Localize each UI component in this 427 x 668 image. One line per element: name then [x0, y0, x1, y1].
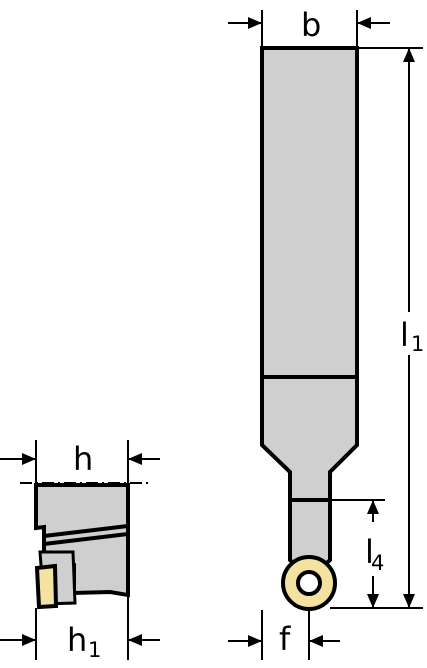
shank-side-view [260, 46, 359, 611]
insert-hole [296, 570, 322, 596]
dimensions [0, 10, 423, 660]
label-l4-sub: 4 [371, 551, 384, 575]
label-f: f [279, 620, 291, 658]
label-l1-main: l [400, 316, 409, 354]
front-view [20, 482, 150, 610]
label-h: h [73, 440, 93, 478]
front-insert [34, 563, 59, 610]
label-h1-sub: 1 [88, 638, 101, 662]
shank-body [260, 46, 359, 502]
label-b: b [301, 6, 321, 44]
label-l4-main: l [365, 533, 374, 571]
label-l1-sub: 1 [411, 332, 424, 356]
label-h1-main: h [67, 621, 87, 659]
